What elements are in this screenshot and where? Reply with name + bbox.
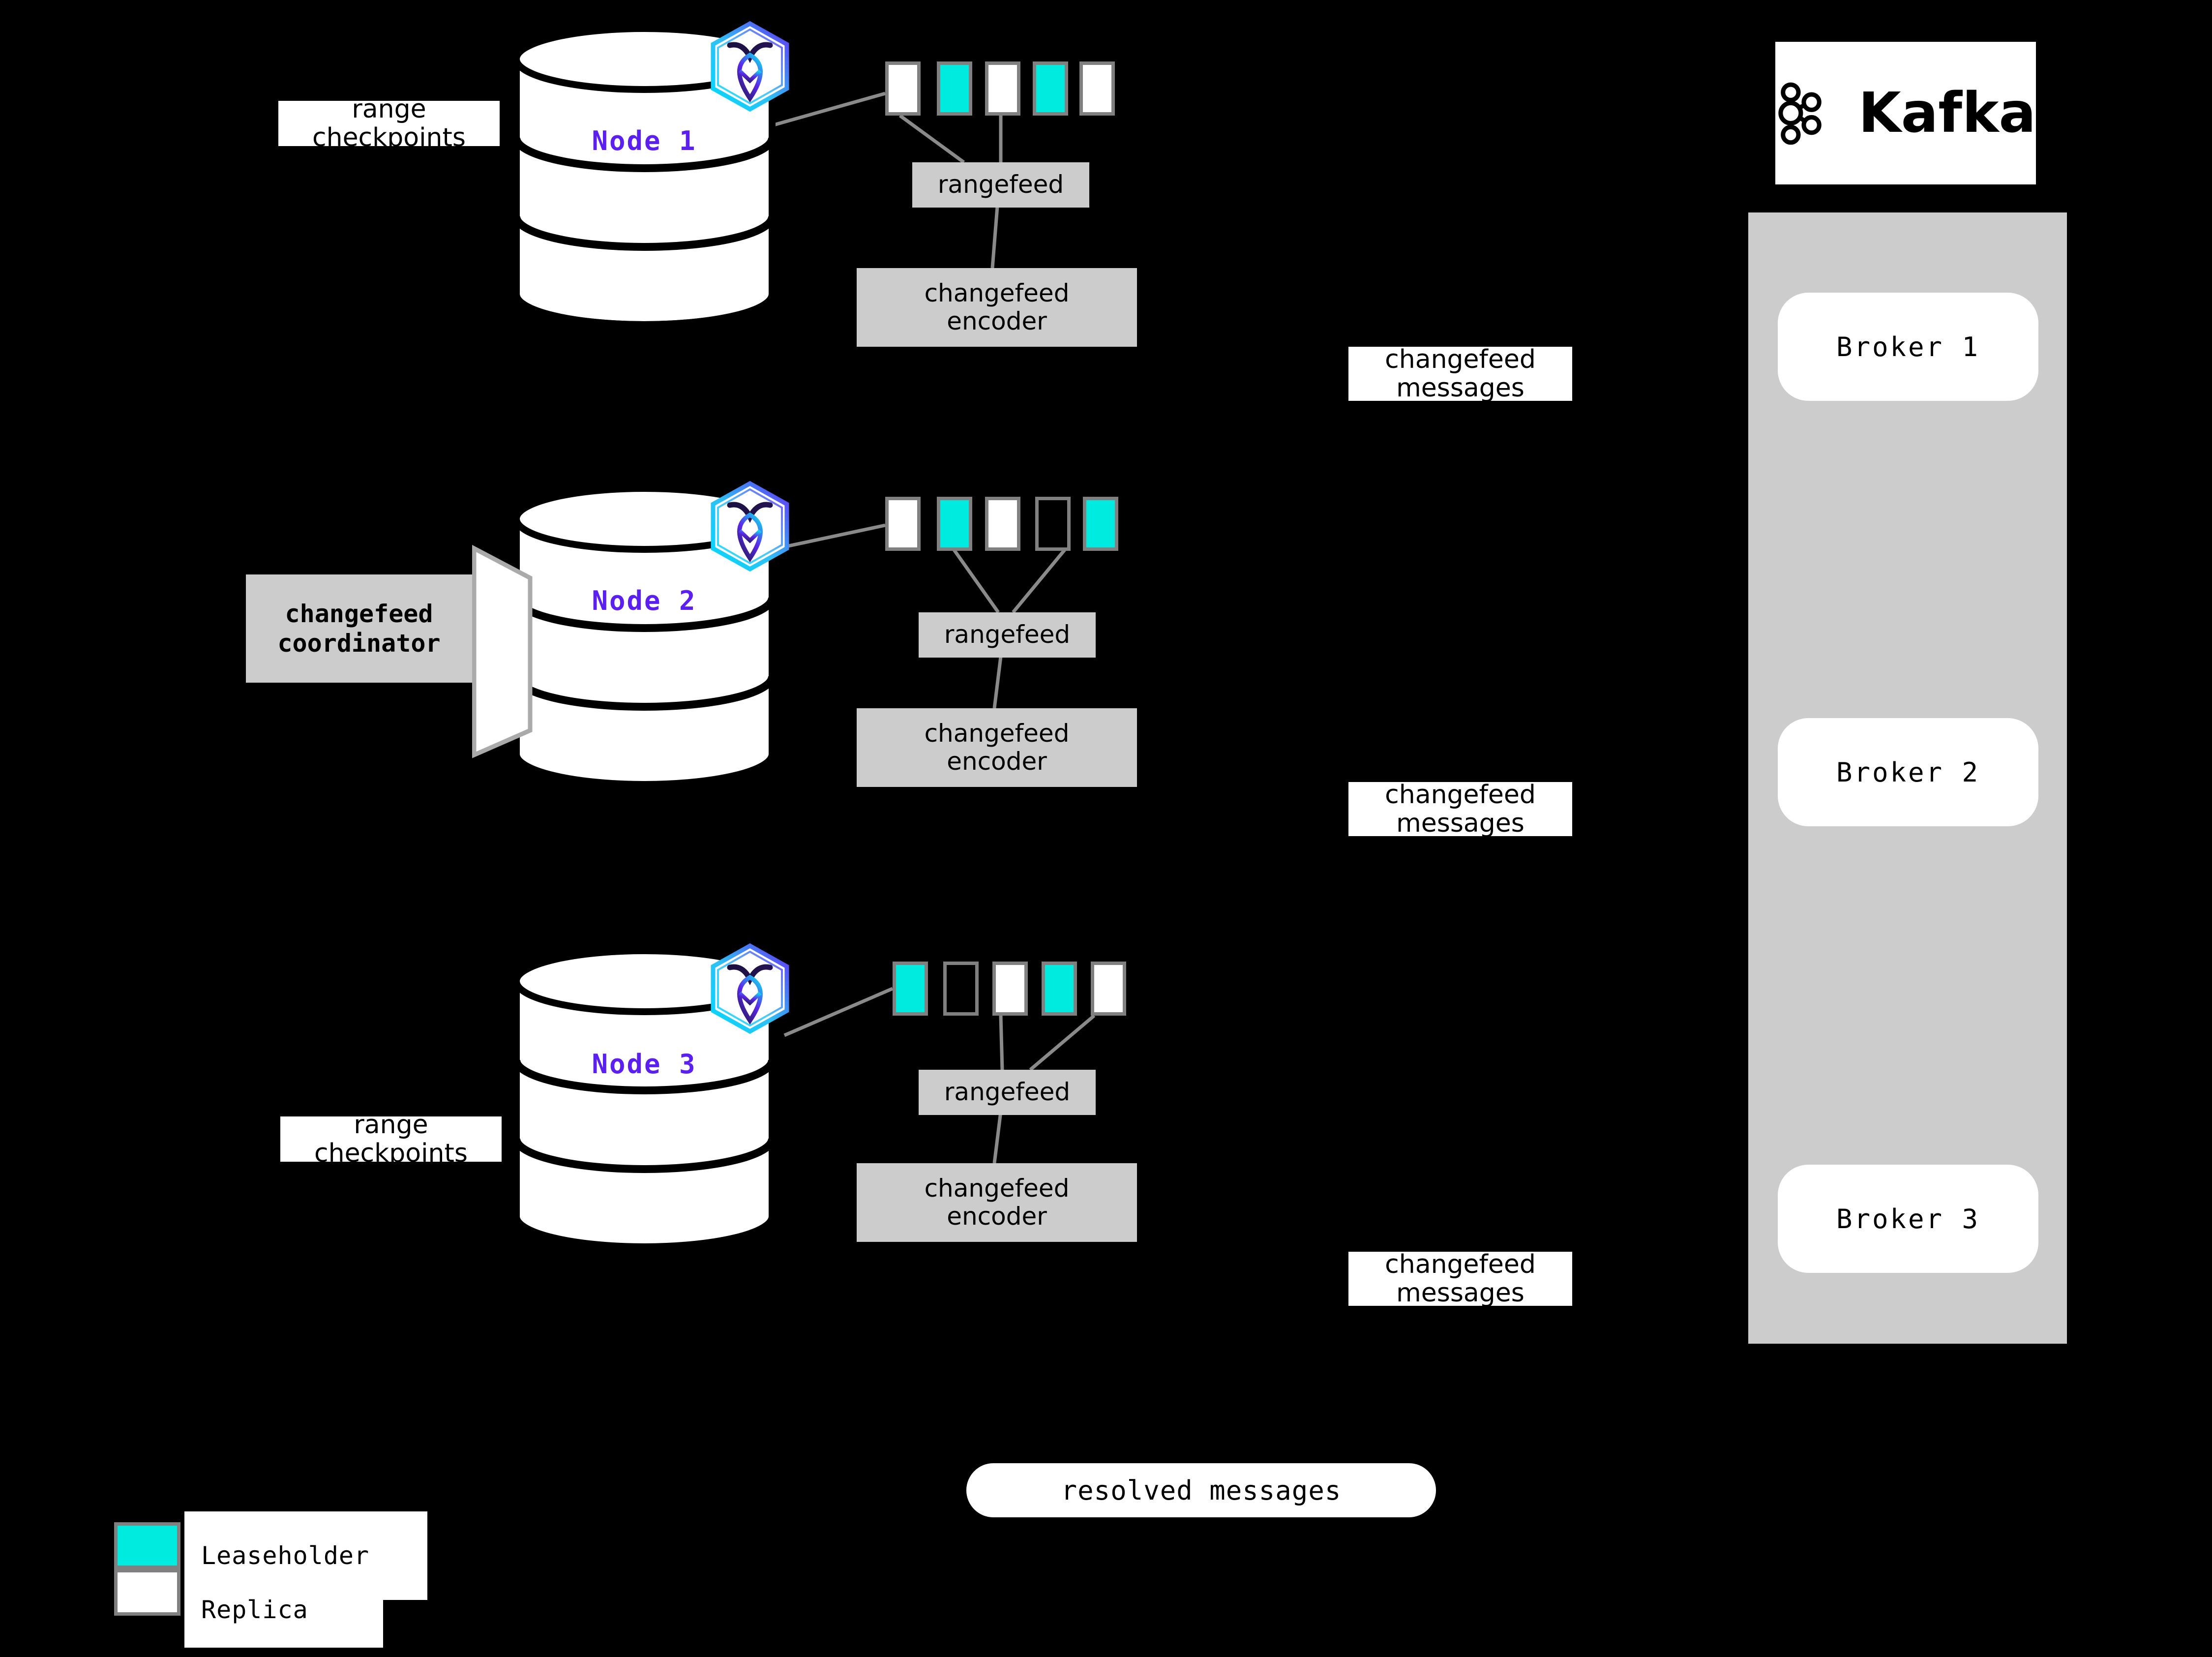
- node3-range-checkpoints-label: range checkpoints: [280, 1111, 502, 1168]
- node1-cylinder: [511, 25, 777, 330]
- cockroachdb-logo: [708, 942, 792, 1035]
- range-square: [885, 497, 921, 551]
- node1-connectors: [772, 91, 1003, 269]
- node3-changefeed-messages-label: changefeed messages: [1348, 1249, 1572, 1308]
- legend-label-replica: Replica: [184, 1571, 383, 1648]
- encoder-line1: changefeed: [924, 719, 1070, 748]
- node2-connectors: [777, 523, 1066, 709]
- broker-2[interactable]: Broker 2: [1778, 718, 2038, 826]
- range-square: [985, 497, 1020, 551]
- node3-connectors: [783, 987, 1096, 1164]
- legend-swatch-leaseholder: [114, 1522, 180, 1569]
- broker-label: Broker 3: [1836, 1203, 1980, 1235]
- callout-line2: checkpoints: [314, 1139, 468, 1168]
- range-square: [885, 61, 921, 116]
- kafka-wordmark: Kafka: [1858, 81, 2036, 145]
- range-square: [1091, 962, 1126, 1016]
- node1-rangefeed-box[interactable]: rangefeed: [912, 162, 1089, 208]
- messages-line1: changefeed: [1385, 780, 1536, 810]
- callout-line1: range: [352, 94, 426, 124]
- resolved-messages-label: resolved messages: [1061, 1475, 1342, 1506]
- node1-changefeed-messages-label: changefeed messages: [1348, 344, 1572, 403]
- encoder-line2: encoder: [947, 1202, 1047, 1231]
- node2-changefeed-messages-label: changefeed messages: [1348, 780, 1572, 838]
- range-square: [1079, 61, 1115, 116]
- coordinator-line2: coordinator: [277, 629, 441, 658]
- kafka-inbound-arrow: [2062, 331, 2096, 348]
- messages-line1: changefeed: [1385, 344, 1536, 374]
- callout-line2: checkpoints: [312, 123, 466, 152]
- broker-1[interactable]: Broker 1: [1778, 293, 2038, 401]
- node1-changefeed-encoder-box[interactable]: changefeed encoder: [857, 268, 1137, 347]
- node2-changefeed-encoder-box[interactable]: changefeed encoder: [857, 708, 1137, 787]
- range-square: [1083, 497, 1118, 551]
- node2-label: Node 2: [592, 585, 697, 616]
- coordinator-line1: changefeed: [285, 600, 433, 628]
- range-square: [985, 61, 1020, 116]
- changefeed-coordinator-flange: [472, 543, 536, 760]
- node1-label: Node 1: [592, 125, 697, 156]
- node3-cylinder: [511, 947, 777, 1252]
- range-square: [893, 962, 928, 1016]
- range-square: [1035, 497, 1071, 551]
- legend-swatch-replica: [114, 1569, 180, 1616]
- node1-range-checkpoints-label: range checkpoints: [278, 95, 500, 152]
- broker-label: Broker 1: [1836, 331, 1980, 362]
- range-square: [1033, 61, 1068, 116]
- range-square: [937, 497, 972, 551]
- messages-line1: changefeed: [1385, 1249, 1536, 1279]
- messages-line2: messages: [1396, 1278, 1524, 1308]
- range-square: [943, 962, 979, 1016]
- messages-line2: messages: [1396, 373, 1524, 403]
- resolved-messages-pill: resolved messages: [966, 1463, 1436, 1517]
- messages-line2: messages: [1396, 809, 1524, 838]
- encoder-line2: encoder: [947, 307, 1047, 335]
- broker-3[interactable]: Broker 3: [1778, 1165, 2038, 1273]
- cockroachdb-logo: [708, 480, 792, 573]
- callout-line1: range: [354, 1110, 428, 1140]
- range-square: [937, 61, 972, 116]
- node2-rangefeed-box[interactable]: rangefeed: [919, 612, 1096, 658]
- kafka-logo-box: Kafka: [1775, 42, 2036, 184]
- range-square: [1042, 962, 1077, 1016]
- kafka-logo: [1778, 82, 1822, 145]
- encoder-line1: changefeed: [924, 278, 1070, 307]
- node3-changefeed-encoder-box[interactable]: changefeed encoder: [857, 1163, 1137, 1242]
- changefeed-coordinator-box[interactable]: changefeed coordinator: [246, 574, 472, 683]
- range-square: [992, 962, 1028, 1016]
- node3-rangefeed-box[interactable]: rangefeed: [919, 1070, 1096, 1115]
- node3-label: Node 3: [592, 1049, 697, 1080]
- cockroachdb-logo: [708, 20, 792, 113]
- encoder-line1: changefeed: [924, 1174, 1070, 1203]
- broker-label: Broker 2: [1836, 756, 1980, 788]
- encoder-line2: encoder: [947, 747, 1047, 776]
